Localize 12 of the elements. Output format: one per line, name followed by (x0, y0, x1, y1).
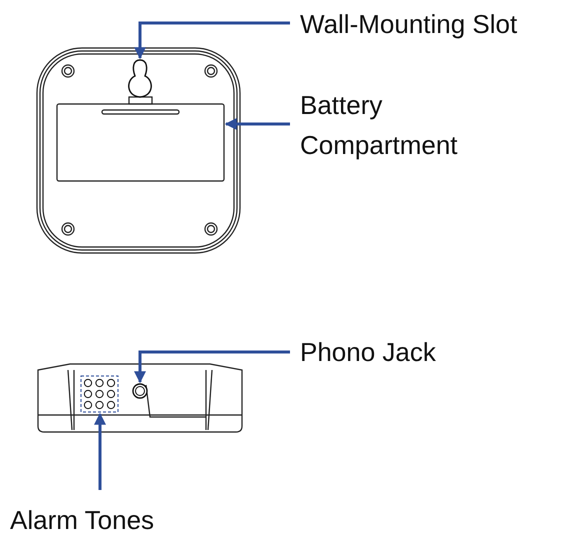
leader-line (134, 350, 290, 384)
callout-label: Phono Jack (300, 332, 560, 372)
leader-line (94, 412, 106, 492)
callout-label: Wall-Mounting Slot (300, 4, 569, 44)
callout-label: Alarm Tones (10, 500, 270, 540)
speaker-grille (80, 376, 118, 412)
leader-line (224, 118, 290, 130)
jack-socket (132, 383, 148, 399)
battery-cover (56, 103, 225, 182)
leader-line (134, 22, 290, 60)
callout-label: Battery Compartment (300, 85, 520, 165)
keyhole-slot (128, 59, 152, 98)
